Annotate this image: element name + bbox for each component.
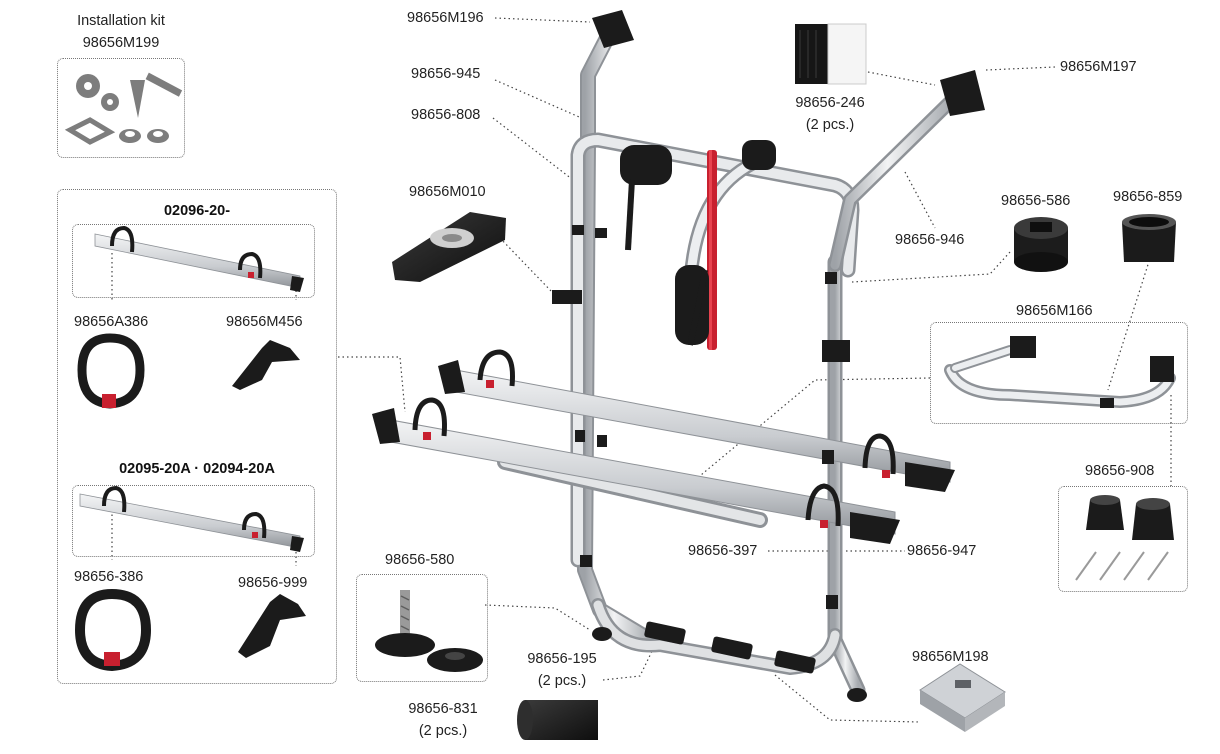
group-a-rail-box [72,224,315,298]
label-195: 98656-195 [527,651,597,667]
label-946: 98656-946 [895,232,965,248]
part-580-foot [375,590,483,672]
group-a-title: 02096-20- [163,203,231,219]
part-195-sleeve [517,700,598,740]
part-m166-clips [1010,336,1174,408]
label-m197: 98656M197 [1060,59,1137,75]
label-m198: 98656M198 [912,649,989,665]
label-246: 98656-246 [795,95,865,111]
group-a-left-code: 98656A386 [74,314,149,330]
label-947: 98656-947 [907,543,977,559]
part-859-sleeve [1122,214,1176,262]
leader-m196 [494,17,591,23]
carrier-frame [497,32,959,698]
label-m196: 98656M196 [407,10,484,26]
leader-m197 [985,66,1056,71]
label-580: 98656-580 [385,552,455,568]
leader-586 [851,251,1011,283]
red-strap [707,150,717,350]
leader-groups [338,356,406,413]
part-586-cap [1014,217,1068,272]
part-m198-plate [919,663,1006,732]
leader-lines [111,17,1172,723]
group-b-title: 02095-20A · 02094-20A [119,461,275,477]
leader-945 [494,79,587,121]
leader-580 [484,604,591,631]
installation-kit-box [57,58,185,158]
group-a-rail [94,225,304,292]
rail-lower [372,408,900,544]
leader-808 [492,117,578,184]
label-945: 98656-945 [411,66,481,82]
kit-parts [64,72,183,145]
leader-246 [867,71,936,86]
group-b-left-code: 98656-386 [74,569,144,585]
label-859: 98656-859 [1113,189,1183,205]
group-a-parts [77,333,300,409]
group-b-right-code: 98656-999 [238,575,308,591]
rail-wheel-loops [412,349,896,527]
leader-m010 [499,237,553,293]
frame-fittings [552,10,985,702]
m166-box [930,322,1188,424]
label-831-qty: (2 pcs.) [418,723,468,739]
label-246-qty: (2 pcs.) [805,117,855,133]
rail-groups-box [57,189,337,684]
part-m010-holder [392,212,506,282]
label-908: 98656-908 [1085,463,1155,479]
group-b-parts [74,588,306,672]
part-246-pads [795,23,867,85]
group-b-rail-box [72,485,315,557]
label-m010: 98656M010 [409,184,486,200]
group-a-right-code: 98656M456 [226,314,303,330]
908-box [1058,486,1188,592]
installation-kit-title: Installation kit [77,13,165,29]
rail-red-buttons [423,380,890,528]
label-808: 98656-808 [411,107,481,123]
label-195-qty: (2 pcs.) [537,673,587,689]
part-908-set [1075,495,1174,581]
part-m166-arm [944,345,1176,409]
label-m166: 98656M166 [1016,303,1093,319]
label-586: 98656-586 [1001,193,1071,209]
leader-m198 [774,674,921,723]
group-b-rail [79,485,304,552]
580-box [356,574,488,682]
leader-859 [1107,251,1153,391]
leader-195 [602,644,656,681]
top-straps [625,179,708,346]
leader-946 [904,171,936,229]
label-831: 98656-831 [408,701,478,717]
installation-kit-code: 98656M199 [82,35,160,51]
label-397: 98656-397 [688,543,758,559]
